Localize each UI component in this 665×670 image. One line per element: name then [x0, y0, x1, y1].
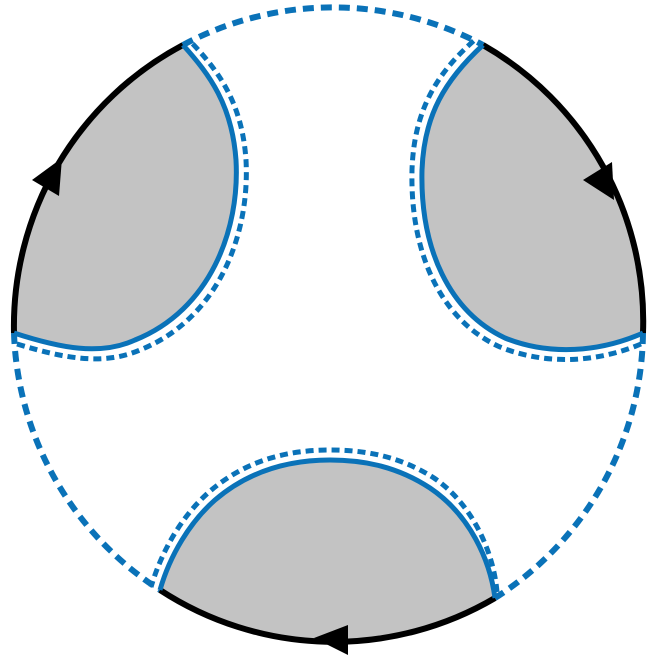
dashed-boundary: [11, 4, 646, 601]
bottom-region-fill: [160, 460, 495, 642]
top-right-outer-arc: [481, 42, 647, 334]
top-left-region-fill: [13, 45, 237, 349]
arrow-left-icon: [314, 625, 348, 655]
top-right-region-fill: [421, 45, 644, 350]
bottom-inner-curve: [157, 457, 498, 599]
top-left-region: [10, 38, 249, 362]
arrow-up-icon: [32, 158, 62, 196]
bottom-region: [148, 447, 500, 655]
arrow-down-icon: [583, 162, 614, 200]
top-right-region: [409, 36, 647, 362]
dashed-arc-left: [11, 332, 162, 593]
top-right-inner-curve: [419, 43, 645, 353]
dashed-arc-right: [493, 332, 646, 601]
top-left-inner-curve: [13, 43, 239, 352]
dashed-arc-top: [181, 4, 485, 48]
bottom-inner-dashed: [148, 447, 500, 593]
